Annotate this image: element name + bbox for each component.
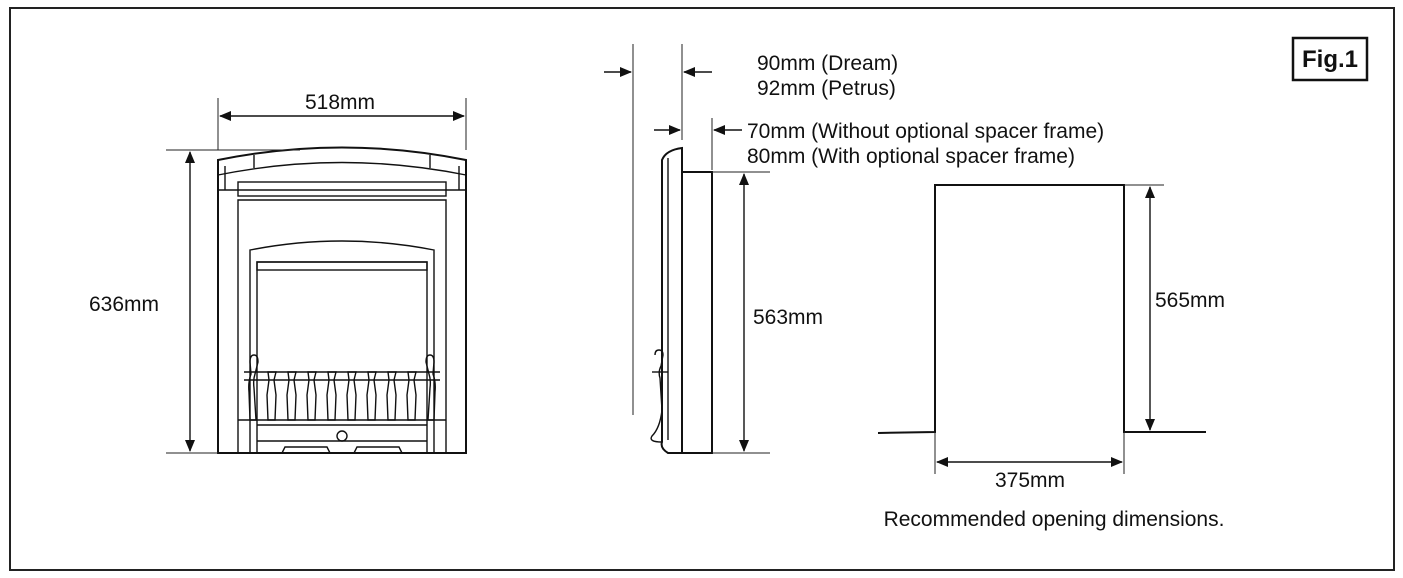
side-profile-body <box>681 171 713 454</box>
spacer-label-without: 70mm (Without optional spacer frame) <box>747 120 1104 143</box>
depth-label-dream: 90mm (Dream) <box>757 52 898 75</box>
depth-label-petrus: 92mm (Petrus) <box>757 77 896 100</box>
side-height-label: 563mm <box>753 306 823 329</box>
front-height-label: 636mm <box>89 293 159 316</box>
side-view: 90mm (Dream) 92mm (Petrus) 70mm (Without… <box>604 44 1104 454</box>
figure-label-box: Fig.1 <box>1291 36 1369 82</box>
front-view: 518mm 636mm <box>89 91 467 454</box>
opening-outline <box>877 184 1206 434</box>
spacer-label-with: 80mm (With optional spacer frame) <box>747 145 1075 168</box>
fire-grate-bars <box>244 354 440 421</box>
figure-frame <box>9 7 1395 571</box>
front-width-label: 518mm <box>305 91 375 114</box>
opening-caption: Recommended opening dimensions. <box>884 508 1225 531</box>
control-knob <box>336 430 348 442</box>
opening-height-label: 565mm <box>1155 289 1225 312</box>
figure-label: Fig.1 <box>1302 46 1358 73</box>
fire-outer-frame <box>217 146 467 454</box>
side-profile-fascia <box>660 146 683 454</box>
opening-width-label: 375mm <box>995 469 1065 492</box>
opening-diagram: 565mm 375mm Recommended opening dimensio… <box>877 184 1225 531</box>
